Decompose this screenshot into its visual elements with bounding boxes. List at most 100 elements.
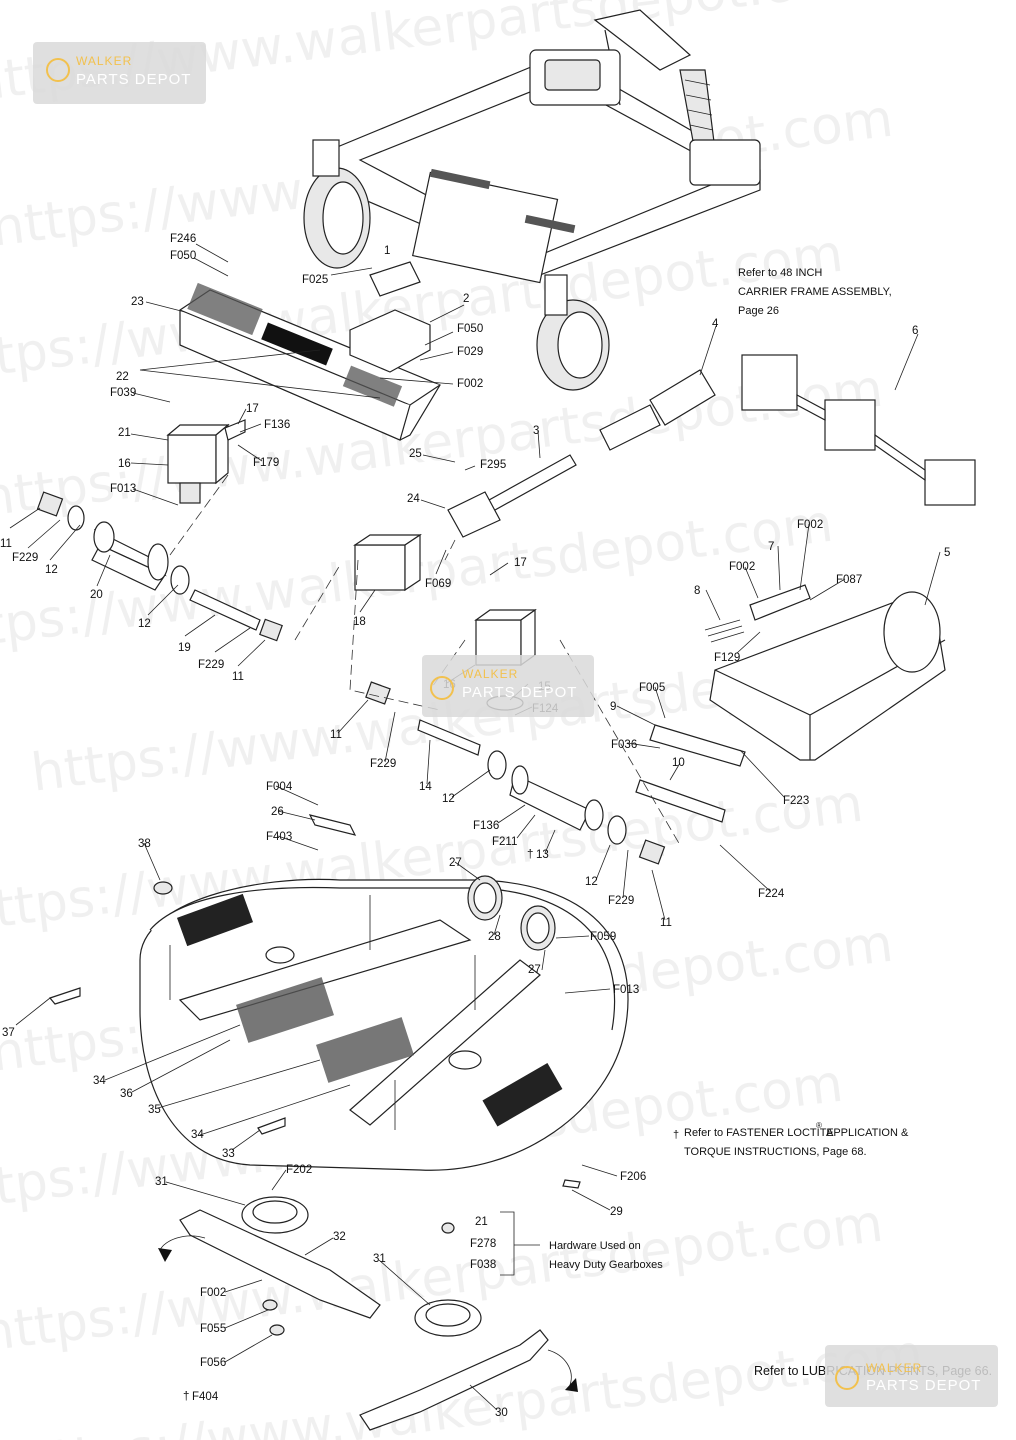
callout-label: F229 [608,895,634,907]
callout-label: 9 [610,701,616,713]
callout-label: F278 [470,1238,496,1250]
callout-label: 31 [155,1176,168,1188]
callout-label: 6 [912,325,918,337]
callout-label: 11 [660,917,672,929]
brand-logo-icon [835,1366,859,1390]
callout-label: F059 [590,931,616,943]
carrier-frame-note: Refer to 48 INCH CARRIER FRAME ASSEMBLY,… [738,267,892,317]
callout-label: 17 [246,403,259,415]
callout-label: 23 [131,296,144,308]
brand-badge-bottom: WALKER PARTS DEPOT [825,1345,998,1407]
callout-label: 35 [148,1104,161,1116]
callout-label: 34 [191,1129,204,1141]
dagger-mark: † [673,1129,679,1141]
callout-label: 24 [407,493,420,505]
callout-label: 31 [373,1253,386,1265]
callout-label: F005 [639,682,665,694]
note-line: Refer to FASTENER LOCTITE [684,1127,834,1139]
callout-label: 26 [271,806,284,818]
callout-label: F002 [200,1287,226,1299]
callout-label: 2 [463,293,469,305]
watermark-row: https://www.walkerpartsdepot.com [0,1194,886,1364]
brand-line1: WALKER [76,54,132,68]
callout-label: 28 [488,931,501,943]
callout-label: 18 [353,616,366,628]
callout-label: 27 [449,857,462,869]
callout-label: 10 [672,757,685,769]
brand-line2: PARTS DEPOT [76,71,191,88]
callout-label: F013 [613,984,639,996]
callout-label: 37 [2,1027,15,1039]
callout-label: 1 [384,245,390,257]
callout-label: F246 [170,233,196,245]
callout-label: 13 [536,849,549,861]
callout-label: F039 [110,387,136,399]
brand-logo-icon [430,676,454,700]
callout-label: 12 [138,618,151,630]
callout-label: 11 [232,671,244,683]
callout-label: F055 [200,1323,226,1335]
callout-label: F295 [480,459,506,471]
callout-label: F013 [110,483,136,495]
brand-line2: PARTS DEPOT [462,684,577,701]
callout-label: F202 [286,1164,312,1176]
leader-lines [9,243,941,1411]
dagger-mark: † [527,849,533,861]
callout-label: 21 [118,427,131,439]
brand-logo-icon [46,58,70,82]
callout-label: F056 [200,1357,226,1369]
note-line: Refer to 48 INCH [738,267,822,279]
callout-label: 8 [694,585,700,597]
callout-label: F229 [370,758,396,770]
callout-label: F002 [729,561,755,573]
chute-drawing [635,584,946,823]
callout-label: F229 [12,552,38,564]
loctite-note: † Refer to FASTENER LOCTITE ® APPLICATIO… [673,1121,909,1158]
callout-label: F129 [714,652,740,664]
callout-label: 30 [495,1407,508,1419]
brand-line1: WALKER [866,1361,922,1375]
callout-label: 7 [768,541,774,553]
callout-label: 11 [0,538,12,550]
callout-label: 36 [120,1088,133,1100]
callout-label: 4 [712,318,719,330]
callout-label: F050 [170,250,196,262]
callout-label: F087 [836,574,862,586]
callout-label: 16 [118,458,131,470]
front-cover-drawing [179,282,441,441]
callout-label: F050 [457,323,483,335]
callout-label: F136 [264,419,290,431]
callout-label: 34 [93,1075,106,1087]
callout-label: 22 [116,371,129,383]
callout-label: 14 [419,781,432,793]
callout-label: 27 [528,964,541,976]
callout-label: 12 [442,793,455,805]
callout-label: F002 [797,519,823,531]
callout-label: F179 [253,457,279,469]
blade-drawing [158,1196,578,1431]
callout-label: 11 [330,729,342,741]
note-line: Heavy Duty Gearboxes [549,1259,663,1271]
callout-label: 17 [514,557,527,569]
callout-label: F403 [266,831,292,843]
callout-label: 25 [409,448,422,460]
callout-label: 33 [222,1148,235,1160]
carrier-frame-drawing [303,9,761,391]
callout-label: F229 [198,659,224,671]
callout-label: F224 [758,888,785,900]
callout-label: F036 [611,739,637,751]
callout-label: F025 [302,274,328,286]
note-line: TORQUE INSTRUCTIONS, Page 68. [684,1146,867,1158]
callout-label: F002 [457,378,483,390]
callout-label: 12 [45,564,58,576]
note-line: CARRIER FRAME ASSEMBLY, [738,286,892,298]
callout-label: F029 [457,346,483,358]
brand-line2: PARTS DEPOT [866,1377,981,1394]
callout-label: F136 [473,820,499,832]
note-line: Hardware Used on [549,1240,641,1252]
note-line: Page 26 [738,305,779,317]
callout-label: 29 [610,1206,623,1218]
brand-badge-top: WALKER PARTS DEPOT [33,42,206,104]
